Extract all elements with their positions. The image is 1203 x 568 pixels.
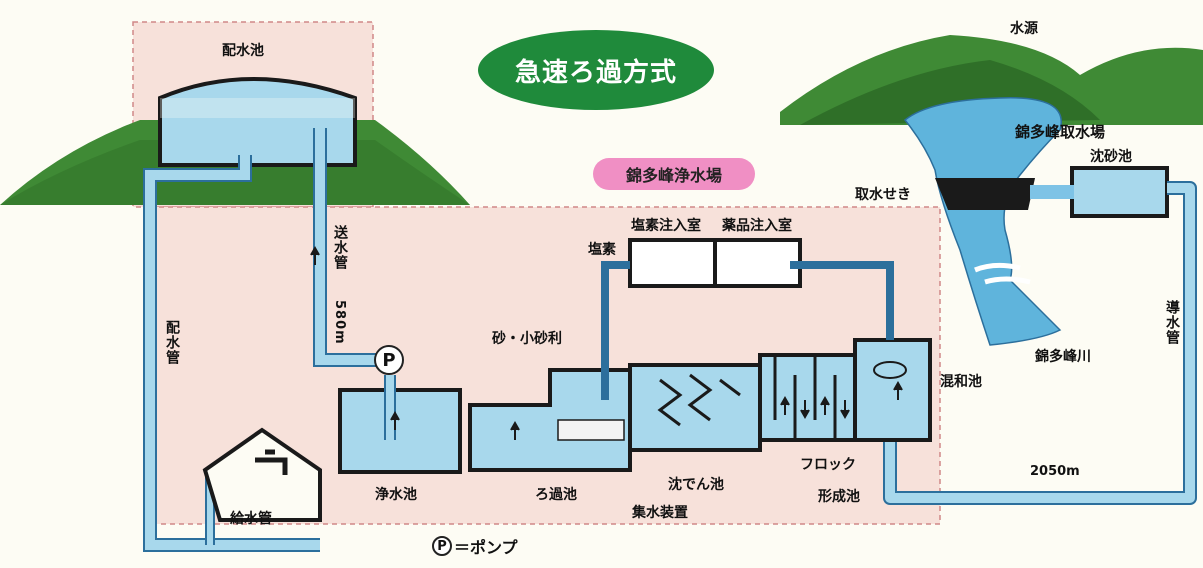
label-transmission-pipe: 送水管 [332, 225, 348, 270]
river [903, 97, 1062, 346]
faucet-icon [255, 449, 288, 475]
label-distribution-pipe: 配水管 [164, 320, 180, 365]
label-floc-basin: 形成池 [818, 489, 860, 505]
grit-chamber [1070, 166, 1169, 218]
label-mixing-basin: 混和池 [940, 374, 982, 390]
legend-pump-icon: P [432, 536, 452, 556]
label-floc: フロック [800, 457, 856, 473]
legend-text: ＝ポンプ [454, 538, 518, 557]
label-water-source: 水源 [1010, 21, 1038, 37]
intake-weir [935, 178, 1035, 210]
clear-well-basin [338, 388, 462, 474]
label-clear-well: 浄水池 [375, 487, 417, 503]
chemical-pipe [790, 261, 894, 340]
mixing-basin [853, 338, 932, 442]
settling-baffles [657, 373, 741, 427]
title-badge: 急速ろ過方式 [478, 30, 714, 110]
label-intake-station: 錦多峰取水場 [1015, 123, 1106, 141]
label-transmission-length: 580m [332, 300, 347, 345]
distribution-reservoir [158, 77, 357, 167]
diagram-title: 急速ろ過方式 [514, 57, 677, 88]
chemical-room [713, 238, 802, 288]
label-grit-chamber: 沈砂池 [1090, 149, 1132, 165]
label-conduit-length: 2050m [1030, 464, 1080, 479]
flow-arrows [310, 245, 903, 440]
river-break [974, 262, 1031, 285]
label-conduit-pipe: 導水管 [1164, 300, 1180, 345]
label-chlorine-room: 塩素注入室 [631, 218, 701, 234]
label-settling-basin: 沈でん池 [668, 477, 724, 493]
pump-legend: P ＝ポンプ [432, 534, 518, 558]
label-river: 錦多峰川 [1035, 349, 1091, 365]
chlorine-room [628, 238, 717, 288]
label-service-pipe: 給水管 [230, 511, 272, 527]
label-chlorine: 塩素 [588, 242, 616, 258]
pump-icon: P [374, 345, 404, 375]
chlorine-pipe [601, 261, 630, 400]
label-filter-basin: ろ過池 [535, 487, 577, 503]
label-distribution-reservoir: 配水池 [222, 43, 264, 59]
house [202, 427, 322, 522]
mixer-icon [873, 361, 907, 379]
label-intake-weir: 取水せき [855, 187, 911, 203]
label-collector: 集水装置 [632, 505, 688, 521]
weir-to-grit-pipe [1030, 185, 1074, 199]
label-chemical-room: 薬品注入室 [722, 218, 792, 234]
label-sand-gravel: 砂・小砂利 [492, 331, 562, 347]
plant-name-badge: 錦多峰浄水場 [593, 158, 755, 190]
plant-name: 錦多峰浄水場 [625, 166, 722, 185]
sand-gravel-layer [557, 419, 625, 441]
